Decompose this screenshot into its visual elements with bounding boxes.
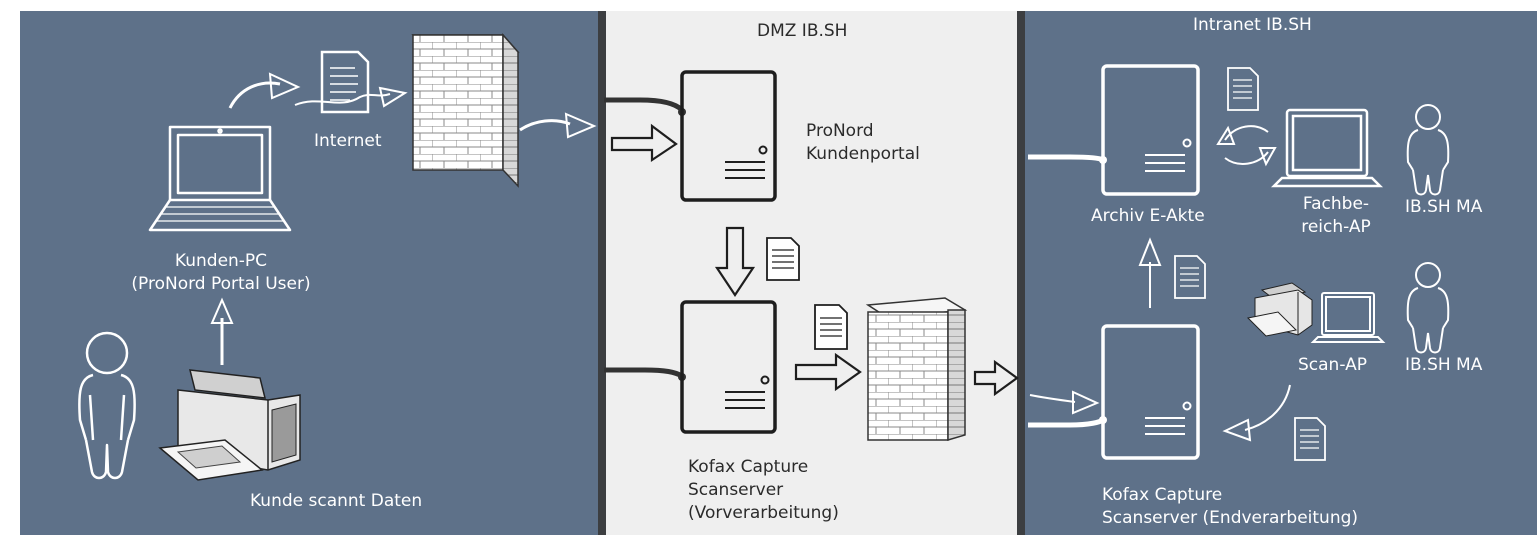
- right-arrow-icon: [1029, 390, 1100, 415]
- printer-icon: [158, 369, 301, 481]
- laptop-icon: [1310, 292, 1386, 343]
- up-arrow-icon: [210, 297, 234, 365]
- server-icon: [680, 70, 777, 202]
- kofax-intranet-label-line1: Kofax Capture: [1102, 485, 1223, 505]
- dmz-zone-title: DMZ IB.SH: [757, 21, 848, 41]
- server-icon: [680, 300, 777, 434]
- kofax-intranet-label-line2: Scanserver (Endverarbeitung): [1102, 508, 1359, 528]
- network-line: [1028, 154, 1105, 163]
- document-icon: [1174, 255, 1206, 299]
- fachbereich-label-line2: reich-AP: [1301, 217, 1371, 237]
- kunden-pc-label-line2: (ProNord Portal User): [131, 274, 311, 294]
- sync-arrows-icon: [1216, 125, 1277, 167]
- right-arrow-icon: [794, 352, 862, 392]
- ibsh-ma-bottom-label: IB.SH MA: [1405, 355, 1483, 375]
- server-icon: [1101, 64, 1200, 196]
- network-line: [1028, 417, 1105, 428]
- scan-ap-label: Scan-AP: [1298, 355, 1367, 375]
- dmz-zone: [604, 11, 1020, 535]
- intranet-zone: [1024, 11, 1537, 535]
- internet-label: Internet: [314, 131, 382, 151]
- curved-arrow-icon: [519, 112, 597, 139]
- network-line: [604, 367, 684, 379]
- kofax-dmz-label-line3: (Vorverarbeitung): [688, 503, 839, 523]
- pronord-label-line1: ProNord: [806, 121, 874, 141]
- kunden-pc-label: Kunden-PC (ProNord Portal User): [102, 250, 340, 296]
- down-arrow-icon: [714, 226, 756, 297]
- firewall-icon: [411, 33, 520, 188]
- document-icon: [814, 304, 848, 350]
- kofax-intranet-label: Kofax Capture Scanserver (Endverarbeitun…: [1102, 484, 1358, 530]
- kofax-dmz-label-line2: Scanserver: [688, 480, 784, 500]
- curved-arrow-icon: [1222, 384, 1291, 442]
- right-arrow-icon: [973, 359, 1019, 397]
- fachbereich-label: Fachbe- reich-AP: [1288, 193, 1384, 239]
- curved-arrow-icon: [228, 72, 301, 109]
- document-icon: [1227, 67, 1259, 111]
- person-icon: [1406, 262, 1450, 354]
- zone-divider-right: [1017, 11, 1025, 535]
- ibsh-ma-top-label: IB.SH MA: [1405, 197, 1483, 217]
- network-line: [604, 97, 684, 112]
- kunden-pc-label-line1: Kunden-PC: [174, 251, 268, 271]
- document-icon: [766, 237, 800, 281]
- person-icon: [78, 331, 136, 480]
- archiv-label: Archiv E-Akte: [1091, 206, 1205, 226]
- laptop-icon: [1270, 108, 1384, 188]
- person-icon: [1406, 104, 1450, 196]
- printer-icon: [1246, 282, 1313, 337]
- firewall-icon: [865, 297, 968, 442]
- kofax-dmz-label-line1: Kofax Capture: [688, 457, 809, 477]
- up-arrow-icon: [1138, 237, 1162, 308]
- pronord-label-line2: Kundenportal: [806, 144, 920, 164]
- server-icon: [1101, 324, 1200, 460]
- kofax-dmz-label: Kofax Capture Scanserver (Vorverarbeitun…: [688, 456, 839, 525]
- fachbereich-label-line1: Fachbe-: [1302, 194, 1370, 214]
- pronord-label: ProNord Kundenportal: [806, 120, 920, 166]
- intranet-zone-title: Intranet IB.SH: [1193, 15, 1312, 35]
- laptop-icon: [148, 125, 292, 232]
- kunde-scannt-label: Kunde scannt Daten: [250, 491, 423, 511]
- squiggle-arrow-icon: [294, 86, 408, 108]
- zone-divider-left: [598, 11, 606, 535]
- document-icon: [1294, 417, 1326, 461]
- right-arrow-icon: [610, 123, 678, 163]
